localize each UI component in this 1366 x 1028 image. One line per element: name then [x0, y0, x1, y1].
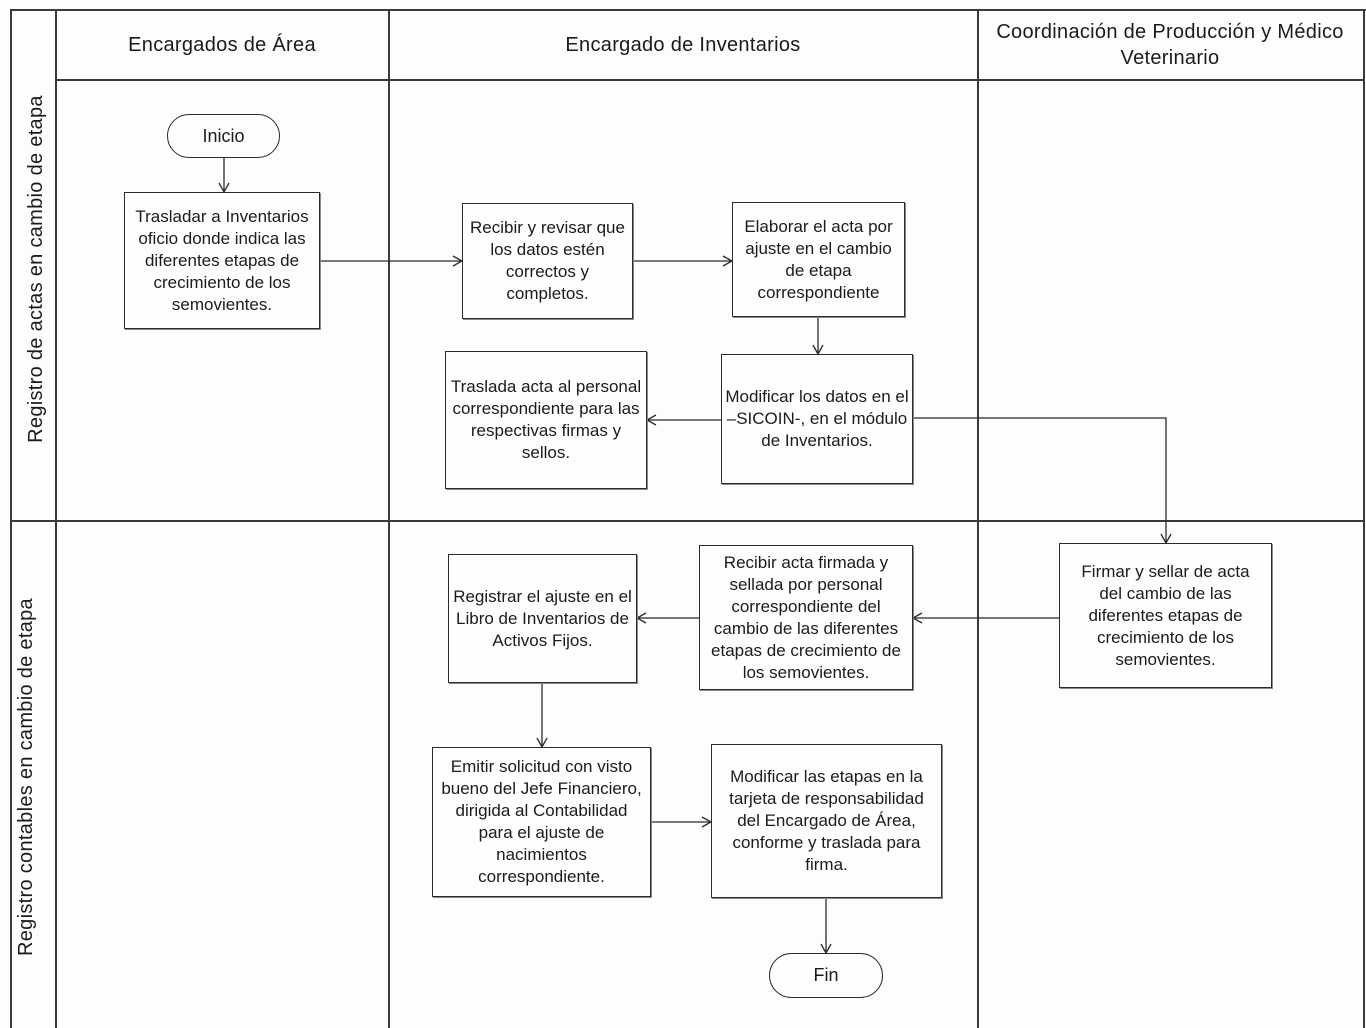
column-divider-1	[388, 9, 390, 1028]
step-recibir-revisar: Recibir y revisar que los datos estén co…	[462, 203, 633, 319]
header-encargado-de-inventarios: Encargado de Inventarios	[565, 34, 801, 56]
step-elaborar-acta: Elaborar el acta por ajuste en el cambio…	[732, 202, 905, 317]
outer-left-border	[10, 9, 12, 1028]
arrow-modificar-to-firmar	[912, 417, 1172, 545]
step-registrar-ajuste: Registrar el ajuste en el Libro de Inven…	[448, 554, 637, 683]
lane-label-divider	[55, 9, 57, 1028]
header-divider	[55, 79, 1365, 81]
start-terminal: Inicio	[167, 114, 280, 158]
top-border	[10, 9, 1366, 11]
step-modificar-etapas: Modificar las etapas en la tarjeta de re…	[711, 744, 942, 898]
step-recibir-acta-firmada: Recibir acta firmada y sellada por perso…	[699, 545, 913, 690]
column-divider-2	[977, 9, 979, 1028]
header-encargados-de-area: Encargados de Área	[128, 34, 316, 56]
step-trasladar-oficio: Trasladar a Inventarios oficio donde ind…	[124, 192, 320, 329]
end-terminal: Fin	[769, 953, 883, 998]
outer-right-border	[1363, 9, 1365, 1028]
lane-divider	[10, 520, 1365, 522]
step-emitir-solicitud: Emitir solicitud con visto bueno del Jef…	[432, 747, 651, 897]
step-modificar-sicoin: Modificar los datos en el –SICOIN-, en e…	[721, 354, 913, 484]
step-firmar-sellar: Firmar y sellar de acta del cambio de la…	[1059, 543, 1272, 688]
step-traslada-acta: Traslada acta al personal correspondient…	[445, 351, 647, 489]
header-coordinacion-produccion: Coordinación de Producción y Médico Vete…	[996, 21, 1344, 69]
